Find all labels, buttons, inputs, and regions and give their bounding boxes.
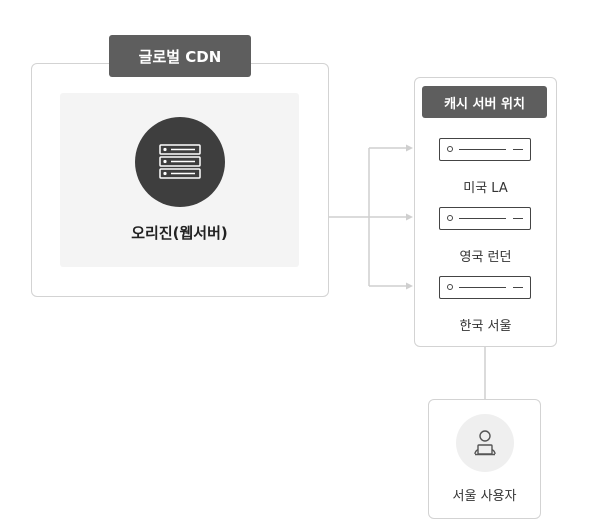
user-label: 서울 사용자: [452, 489, 517, 504]
server-icon: [439, 276, 531, 299]
location-label: 영국 런던: [459, 250, 512, 265]
cache-title: 캐시 서버 위치: [422, 86, 547, 118]
server-icon: [439, 138, 531, 161]
location-label: 한국 서울: [459, 319, 512, 334]
cdn-title: 글로벌 CDN: [109, 35, 251, 77]
user-laptop-icon: [456, 414, 514, 472]
server-icon: [439, 207, 531, 230]
origin-label: 오리진(웹서버): [131, 224, 228, 242]
server-stack-icon: [135, 117, 225, 207]
location-label: 미국 LA: [463, 181, 508, 196]
